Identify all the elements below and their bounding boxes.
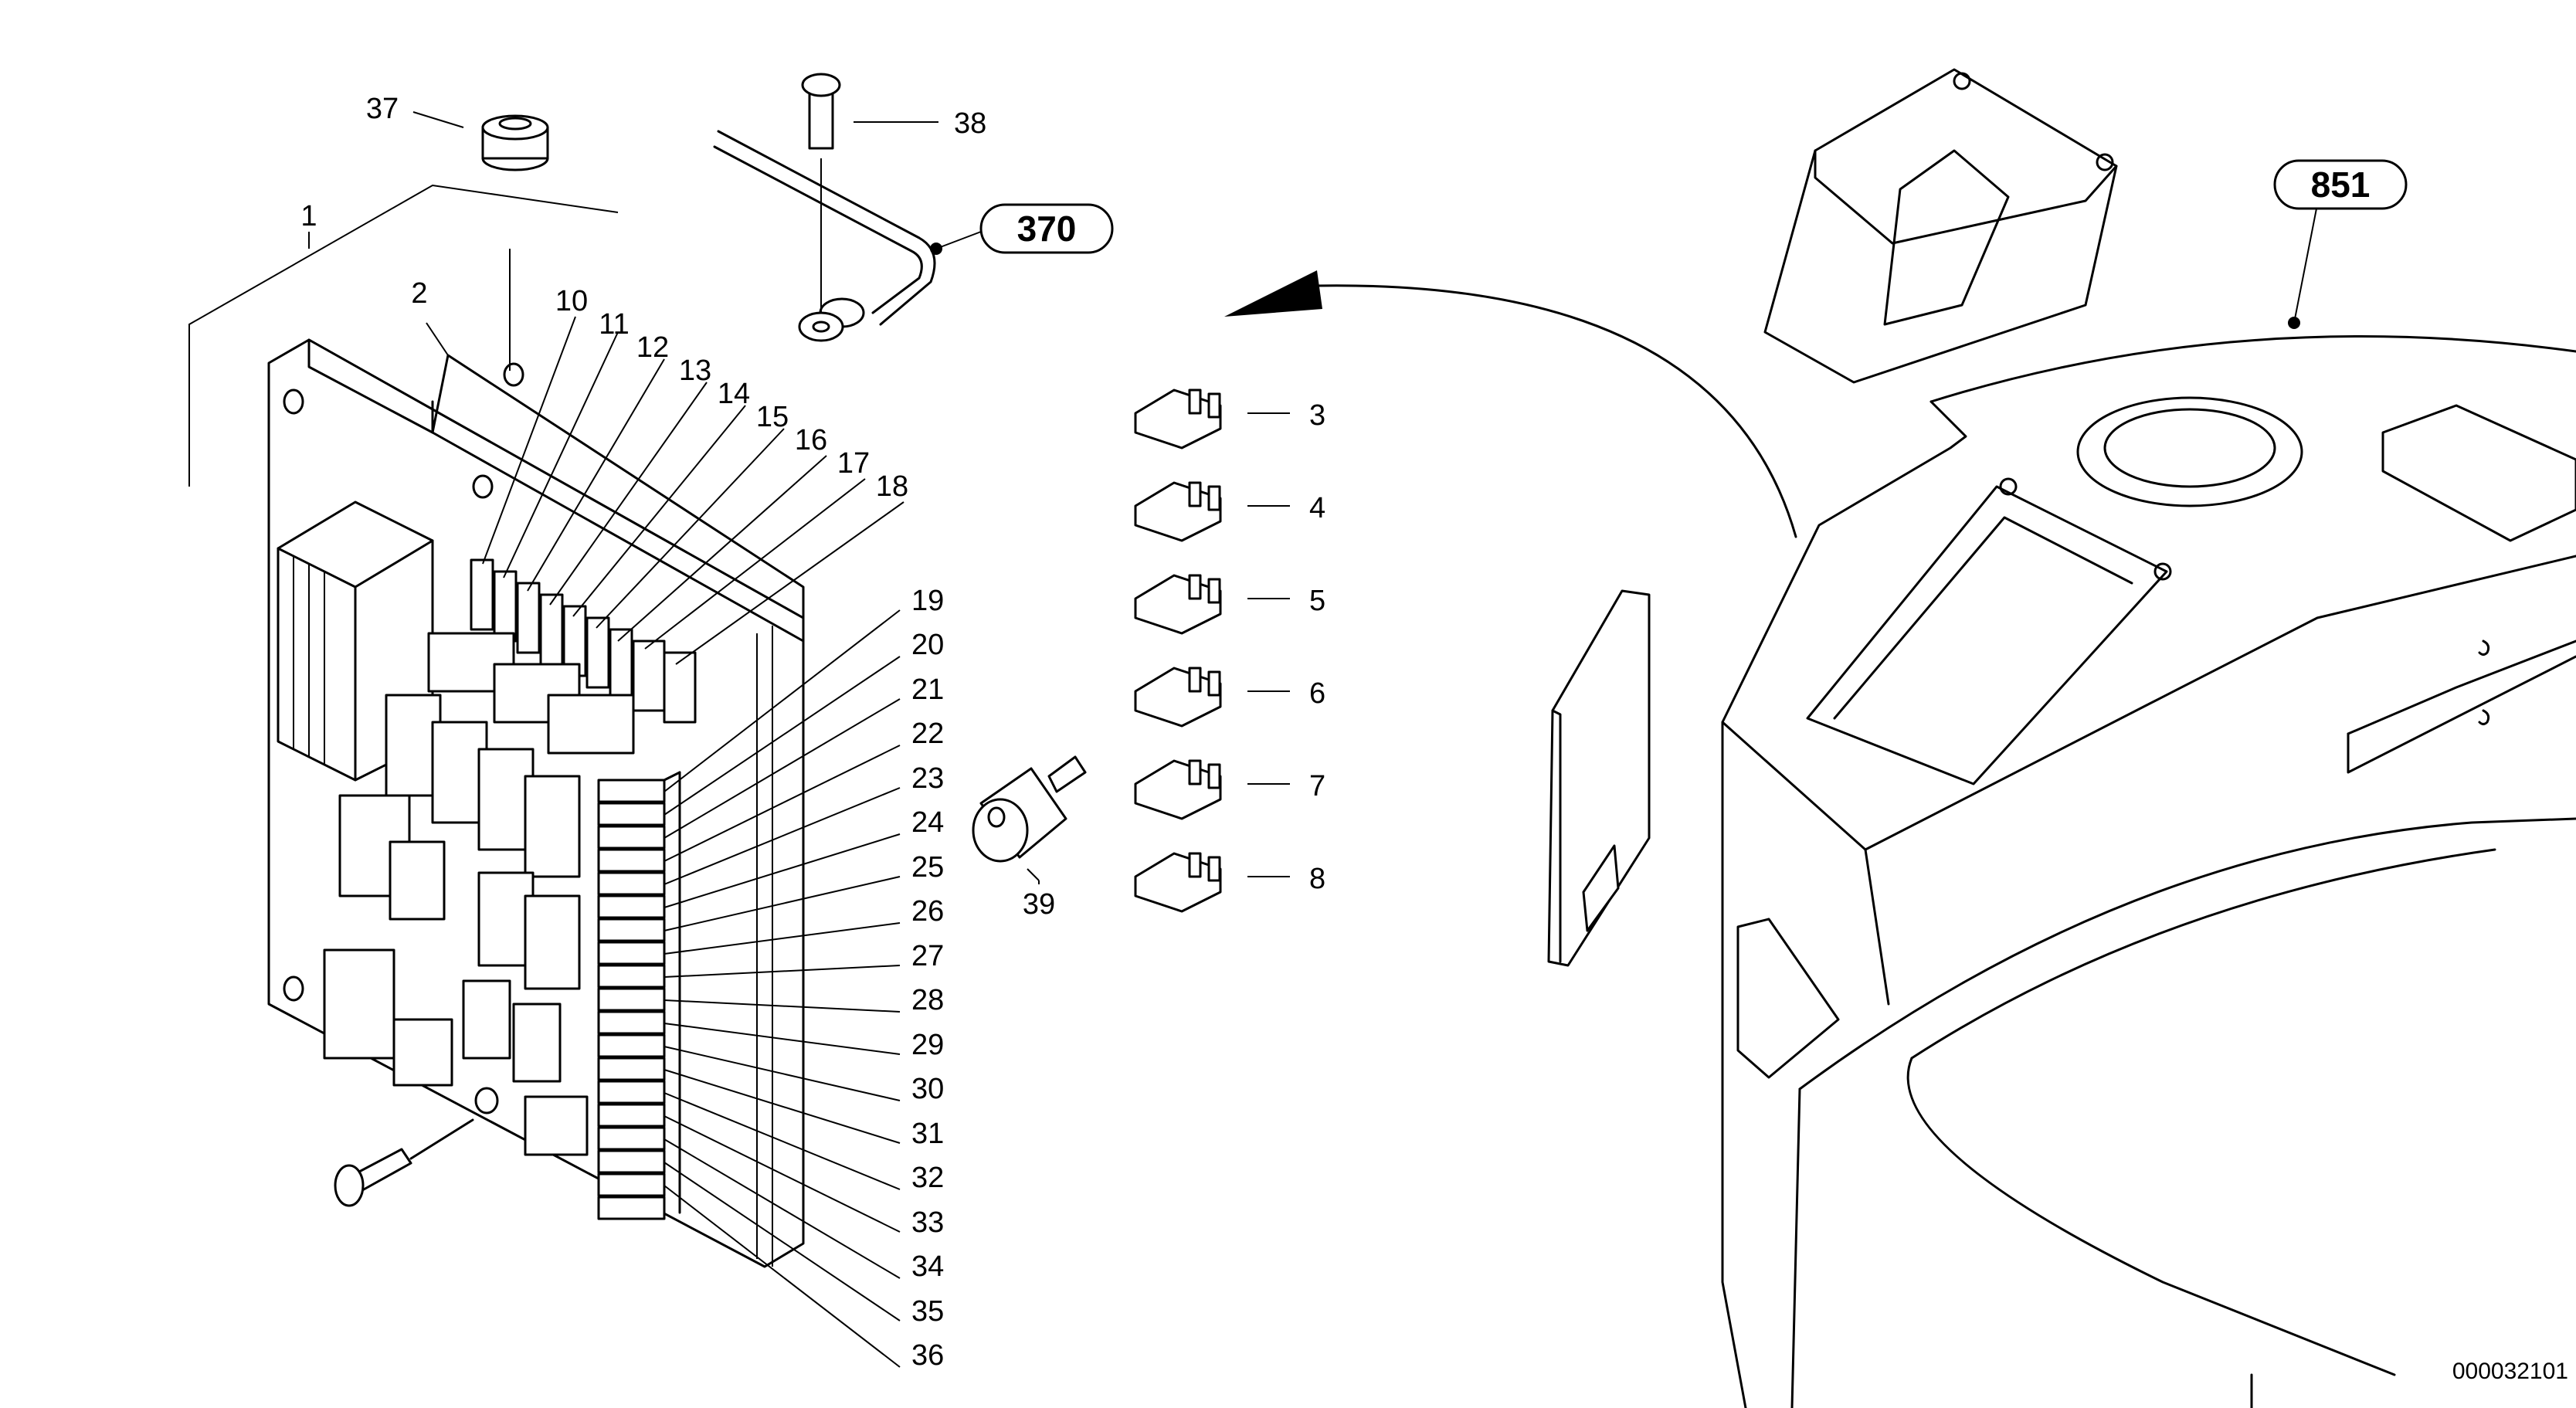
callout-12: 12 bbox=[636, 331, 669, 364]
callout-18: 18 bbox=[876, 470, 908, 503]
callout-17: 17 bbox=[837, 447, 870, 480]
callout-10: 10 bbox=[555, 285, 588, 317]
callout-2: 2 bbox=[411, 277, 427, 310]
ground-cable bbox=[713, 73, 936, 342]
callout-8: 8 bbox=[1309, 863, 1325, 895]
callout-29: 29 bbox=[911, 1029, 944, 1061]
callout-25: 25 bbox=[911, 851, 944, 884]
callout-31: 31 bbox=[911, 1118, 944, 1150]
callout-20: 20 bbox=[911, 629, 944, 661]
fuse-strip bbox=[597, 626, 773, 1267]
cover-panel bbox=[1547, 589, 1651, 967]
callout-24: 24 bbox=[911, 806, 944, 839]
fuse-8 bbox=[1134, 852, 1222, 913]
document-id: 000032101 bbox=[2452, 1359, 2568, 1384]
connector-blocks bbox=[323, 632, 635, 1156]
callout-5: 5 bbox=[1309, 585, 1325, 617]
spacer bbox=[972, 755, 1087, 863]
callout-13: 13 bbox=[679, 355, 711, 387]
callout-15: 15 bbox=[756, 401, 789, 433]
fuse-5 bbox=[1134, 574, 1222, 635]
leader-lines bbox=[412, 111, 2318, 1368]
callout-23: 23 bbox=[911, 762, 944, 795]
callout-11: 11 bbox=[599, 308, 629, 341]
grommet bbox=[481, 114, 549, 171]
callout-16: 16 bbox=[795, 424, 827, 456]
callout-28: 28 bbox=[911, 984, 944, 1016]
relay-row bbox=[470, 558, 697, 724]
callout-4: 4 bbox=[1309, 492, 1325, 524]
mounting-screw bbox=[334, 1118, 474, 1207]
console-housing bbox=[1721, 68, 2576, 1408]
callout-6: 6 bbox=[1309, 677, 1325, 710]
callout-3: 3 bbox=[1309, 399, 1325, 432]
callout-1: 1 bbox=[300, 200, 317, 232]
fuse-3 bbox=[1134, 388, 1222, 450]
fuse-4 bbox=[1134, 481, 1222, 542]
ref-370-badge: 370 bbox=[979, 203, 1114, 254]
spare-fuses bbox=[1134, 388, 1222, 913]
fuse-7 bbox=[1134, 759, 1222, 820]
assembly-arrow bbox=[1224, 270, 1797, 538]
callout-labels: 1 2 3 4 5 6 7 8 10 11 12 13 14 15 16 17 … bbox=[300, 93, 1325, 1372]
callout-22: 22 bbox=[911, 718, 944, 750]
ref-851-badge: 851 bbox=[2273, 159, 2408, 210]
callout-27: 27 bbox=[911, 940, 944, 972]
callout-19: 19 bbox=[911, 585, 944, 617]
callout-7: 7 bbox=[1309, 770, 1325, 802]
callout-14: 14 bbox=[718, 378, 750, 410]
callout-30: 30 bbox=[911, 1073, 944, 1105]
fuse-relay-board bbox=[188, 184, 805, 1268]
callout-37: 37 bbox=[366, 93, 399, 125]
callout-34: 34 bbox=[911, 1250, 944, 1283]
callout-21: 21 bbox=[911, 673, 944, 706]
callout-36: 36 bbox=[911, 1339, 944, 1372]
ref-851-text: 851 bbox=[2311, 165, 2371, 205]
callout-35: 35 bbox=[911, 1295, 944, 1328]
callout-32: 32 bbox=[911, 1162, 944, 1194]
ref-370-text: 370 bbox=[1017, 209, 1077, 249]
callout-33: 33 bbox=[911, 1206, 944, 1239]
callout-26: 26 bbox=[911, 895, 944, 928]
fuse-6 bbox=[1134, 667, 1222, 728]
callout-39: 39 bbox=[1023, 888, 1055, 921]
callout-38: 38 bbox=[954, 107, 986, 140]
